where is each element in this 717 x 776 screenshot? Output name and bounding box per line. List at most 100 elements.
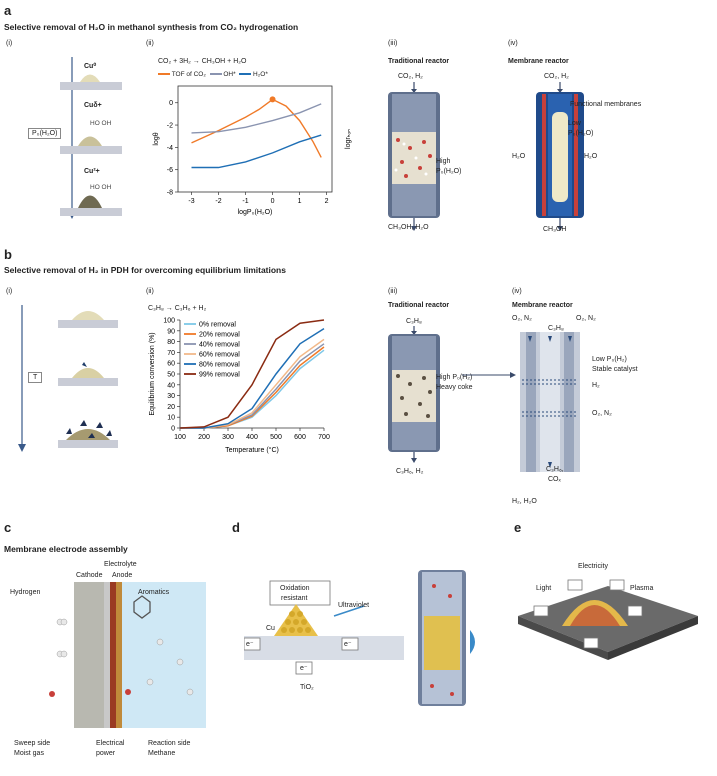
a-trad-in: CO₂, H₂: [398, 73, 423, 80]
c-mea-diagram: [30, 582, 206, 728]
b-mem-out: H₂, H₂O: [512, 498, 537, 505]
cu2-label: Cu²+: [84, 168, 100, 175]
chart-a-frame: [177, 85, 333, 193]
b-mem-low: Low P₀(H₂): [592, 356, 627, 363]
chart-b-ytick-label: 100: [163, 318, 175, 325]
chart-b-series-line: [180, 327, 325, 429]
b-trad-high: High P₀(H₂): [436, 374, 473, 381]
b-mem-o2-right: O₂, N₂: [576, 315, 596, 322]
t-box: T: [28, 372, 43, 383]
e-catalyst-diagram: [518, 579, 698, 660]
methanol-reaction: CO₂ + 3H₂ → CH₃OH + H₂O: [158, 58, 247, 65]
chart-a-xtick-label: 0: [271, 198, 275, 205]
a-trad-high: High: [436, 158, 451, 165]
chart-b-ytick-label: 50: [167, 372, 175, 379]
c-power: power: [96, 750, 116, 757]
chart-a-ytick-label: 0: [169, 100, 173, 107]
d-electron-right: e⁻: [344, 641, 352, 648]
c-moist: Moist gas: [14, 750, 44, 757]
a-trad-high-p: P₀(H₂O): [436, 168, 462, 175]
a-mem-low: Low: [568, 120, 581, 127]
panel-b-sub-iv: (iv): [512, 288, 522, 295]
chart-a-xtick-label: 2: [325, 198, 329, 205]
chart-b-xtick-label: 300: [222, 434, 234, 441]
panel-a-sub-ii: (ii): [146, 40, 154, 47]
d-cu: Cu: [266, 625, 275, 632]
panel-e-letter: e: [514, 520, 522, 535]
legend-h2o: H₂O*: [253, 71, 268, 78]
chart-a-ytick-label: -4: [167, 145, 173, 152]
chart-a-xtick-label: 1: [298, 198, 302, 205]
panel-b-title: Selective removal of H₂ in PDH for overc…: [4, 265, 286, 275]
d-tio2: TiO₂: [300, 684, 314, 691]
pressure-box: P₀(H₂O): [28, 128, 62, 139]
b-trad-out: C₃H₆, H₂: [396, 468, 424, 475]
b-membrane-reactor: [520, 332, 580, 472]
legend-oh: OH*: [223, 71, 236, 78]
d-catalyst-diagram: [244, 580, 404, 675]
legend-line-oh: [209, 73, 222, 76]
a-traditional-reactor: [388, 82, 440, 231]
b-mem-title: Membrane reactor: [512, 302, 573, 309]
a-trad-title: Traditional reactor: [388, 58, 450, 65]
d-photoreactor: [418, 570, 475, 706]
e-plasma: Plasma: [630, 585, 654, 592]
c-electrolyte: Electrolyte: [104, 561, 137, 568]
c-electrical: Electrical: [96, 740, 125, 747]
chart-b-ytick-label: 10: [167, 415, 175, 422]
panel-d-letter: d: [232, 520, 240, 535]
a-mem-low-p: P₀(H₂O): [568, 130, 594, 137]
panel-c-letter: c: [4, 520, 12, 535]
chart-b-ytick-label: 30: [167, 393, 175, 400]
hydroxyl-labels-2: HO OH: [90, 184, 112, 191]
b-trad-title: Traditional reactor: [388, 302, 450, 309]
chart-b-xtick-label: 600: [294, 434, 306, 441]
b-mem-cox: COₓ: [548, 476, 561, 483]
panel-b-sub-ii: (ii): [146, 288, 154, 295]
chart-b-legend-label: 60% removal: [199, 352, 240, 359]
chart-a-xlabel: logP₀(H₂O): [238, 209, 273, 216]
chart-a-ytick-label: -6: [167, 167, 173, 174]
chart-b-xtick-label: 400: [246, 434, 258, 441]
e-electricity: Electricity: [578, 563, 608, 570]
chart-a-xtick-label: -1: [242, 198, 248, 205]
a-mem-title: Membrane reactor: [508, 58, 569, 65]
chart-b-ytick-label: 40: [167, 382, 175, 389]
legend-line-h2o: [239, 73, 252, 76]
c-cathode: Cathode: [76, 572, 103, 579]
chart-b-legend-label: 80% removal: [199, 362, 240, 369]
chart-b-ytick-label: 0: [171, 426, 175, 433]
chart-a-series-line: [191, 103, 322, 134]
b-mem-h2: H₂: [592, 382, 600, 389]
a-mem-in: CO₂, H₂: [544, 73, 569, 80]
chart-b-xtick-label: 100: [174, 434, 186, 441]
chart-a-xtick-label: -2: [215, 198, 221, 205]
a-membrane-reactor: [536, 82, 584, 231]
b-trad-coke: Heavy coke: [436, 384, 473, 391]
b-mem-o2-left: O₂, N₂: [512, 315, 532, 322]
panel-a-i-catalyst-diagram: [60, 57, 122, 219]
d-electron-left: e⁻: [246, 641, 254, 648]
a-mem-h2o-left: H₂O: [512, 153, 526, 160]
c-sweep: Sweep side: [14, 740, 51, 747]
panel-b-i-catalyst-diagram: [18, 305, 118, 452]
chart-a-series-line: [191, 98, 322, 158]
chart-b-series-line: [179, 319, 325, 429]
legend-tof: TOF of CO₂: [171, 71, 206, 78]
chart-b-xtick-label: 500: [270, 434, 282, 441]
b-trad-in: C₃H₈: [406, 318, 422, 325]
panel-a-sub-iii: (iii): [388, 40, 398, 47]
c-anode: Anode: [112, 572, 133, 579]
hydroxyl-labels: HO OH: [90, 120, 112, 127]
panel-b-sub-i: (i): [6, 288, 13, 295]
a-mem-out: CH₃OH: [543, 226, 567, 233]
panel-b-sub-iii: (iii): [388, 288, 398, 295]
b-mem-o2-mid: O₂, N₂: [592, 410, 612, 417]
chart-b-legend-label: 99% removal: [199, 372, 240, 379]
d-resistant: resistant: [281, 595, 308, 602]
panel-a-sub-iv: (iv): [508, 40, 518, 47]
chart-b-xlabel: Temperature (°C): [225, 446, 279, 454]
chart-a-ytick-label: -2: [167, 123, 173, 130]
